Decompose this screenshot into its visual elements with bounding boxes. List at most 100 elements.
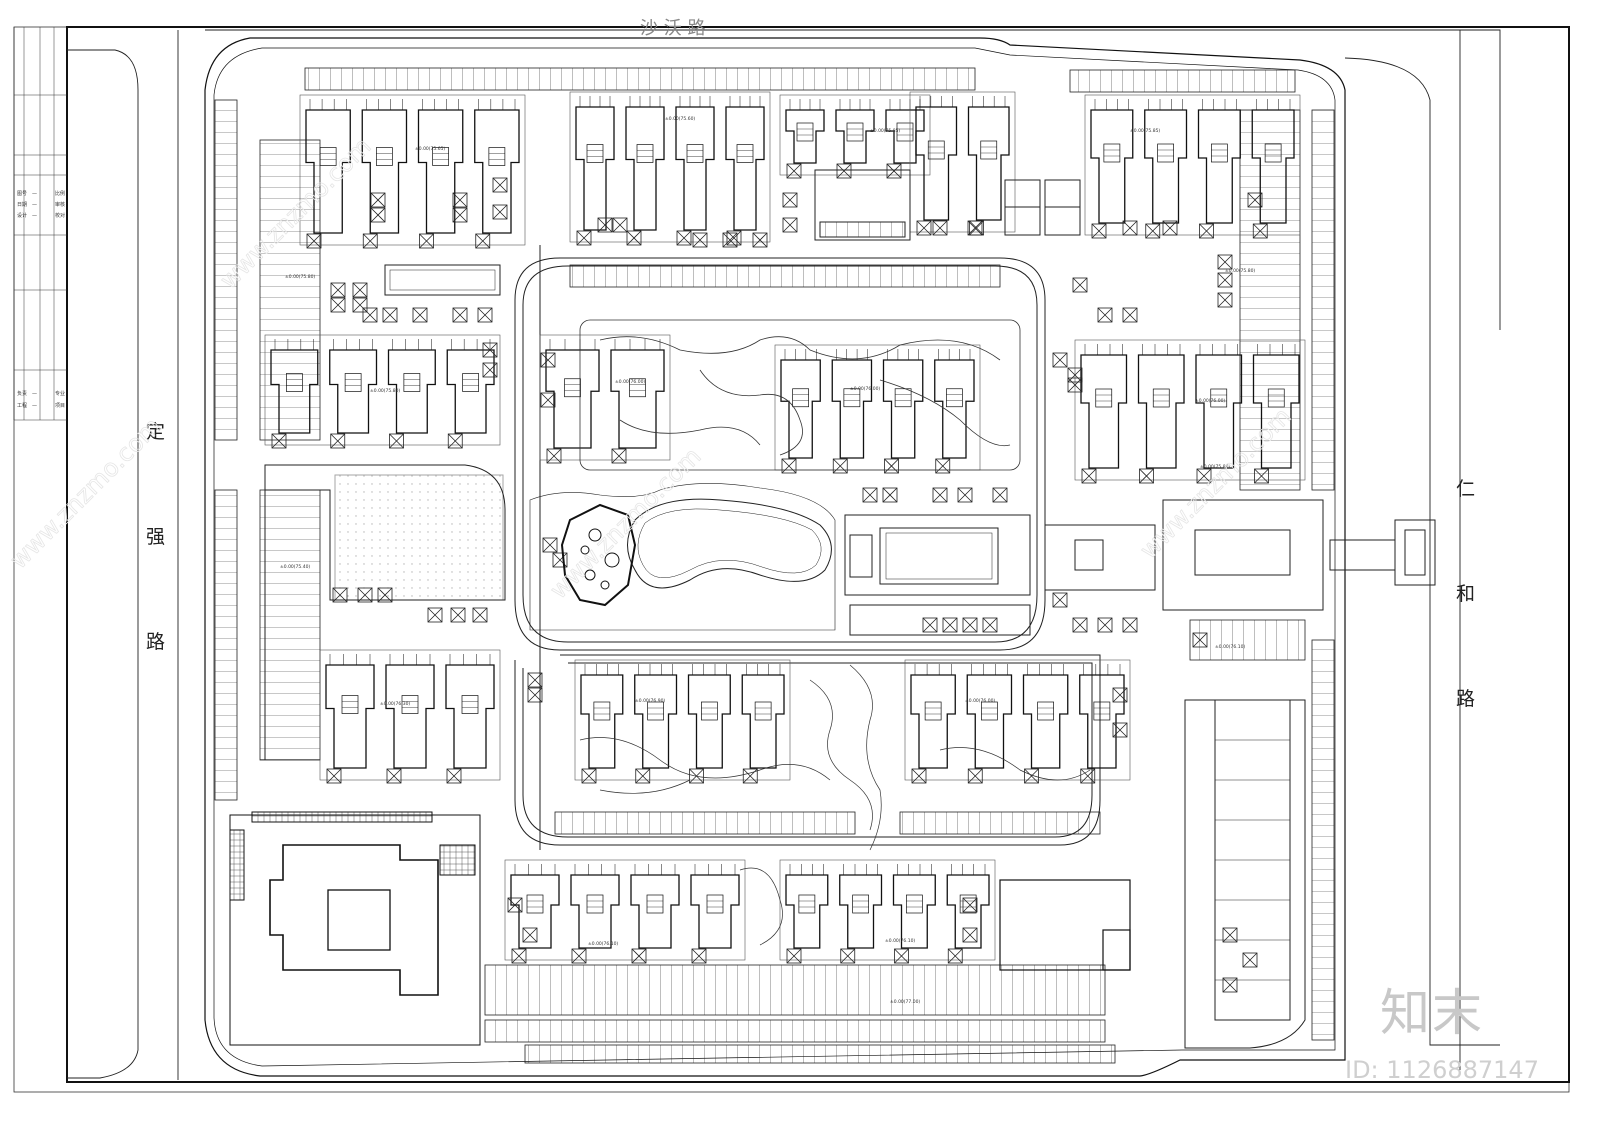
unit-marker bbox=[1217, 292, 1233, 308]
sports-courts bbox=[814, 169, 1081, 241]
unit-marker bbox=[352, 282, 368, 298]
title-block-cell: 项目 bbox=[55, 403, 65, 409]
unit-marker bbox=[969, 220, 984, 236]
title-block-cell: 图号 bbox=[17, 191, 27, 197]
unit-marker bbox=[412, 307, 428, 323]
unit-marker bbox=[546, 448, 562, 464]
unit-marker bbox=[612, 217, 628, 233]
unit-marker bbox=[1112, 687, 1128, 703]
east-entrance bbox=[1044, 499, 1436, 611]
unit-marker bbox=[452, 307, 468, 323]
unit-marker bbox=[1072, 277, 1088, 293]
unit-marker bbox=[540, 392, 556, 408]
unit-marker bbox=[472, 607, 488, 623]
swimming-pool bbox=[844, 514, 1031, 636]
unit-marker bbox=[967, 220, 983, 236]
building-cluster bbox=[539, 334, 671, 464]
unit-marker bbox=[477, 307, 493, 323]
unit-marker bbox=[626, 230, 642, 246]
building-cluster bbox=[319, 649, 501, 784]
unit-marker bbox=[957, 487, 973, 503]
unit-marker bbox=[967, 768, 983, 784]
unit-marker bbox=[781, 458, 797, 474]
unit-marker bbox=[1242, 952, 1258, 968]
unit-marker bbox=[1122, 307, 1138, 323]
unit-marker bbox=[982, 617, 998, 633]
parking-strips bbox=[214, 67, 1335, 1064]
watermark-id: ID: 1126887147 bbox=[1345, 1056, 1539, 1084]
north-community-center bbox=[384, 264, 501, 296]
unit-marker bbox=[836, 163, 852, 179]
unit-marker bbox=[522, 927, 538, 943]
unit-marker bbox=[911, 768, 927, 784]
unit-marker bbox=[742, 768, 758, 784]
unit-marker bbox=[1052, 352, 1068, 368]
elevation-note: ±0.00(76.00) bbox=[850, 386, 880, 392]
unit-marker bbox=[786, 163, 802, 179]
unit-marker bbox=[1072, 617, 1088, 633]
clubhouse-west bbox=[264, 464, 506, 760]
unit-marker bbox=[1091, 223, 1107, 239]
unit-marker bbox=[691, 948, 707, 964]
pavilion-cluster bbox=[560, 503, 637, 607]
unit-marker bbox=[571, 948, 587, 964]
unit-marker bbox=[540, 352, 556, 368]
unit-marker bbox=[511, 948, 527, 964]
unit-marker bbox=[1024, 768, 1039, 784]
unit-marker bbox=[782, 192, 798, 208]
unit-marker bbox=[882, 487, 898, 503]
unit-marker bbox=[427, 607, 443, 623]
site-boundary bbox=[204, 37, 1346, 1077]
unit-marker bbox=[942, 617, 958, 633]
elevation-note: ±0.00(75.85) bbox=[1130, 128, 1160, 134]
unit-marker bbox=[446, 768, 462, 784]
building-cluster bbox=[774, 344, 981, 474]
road-label-top: 沙 沃 路 bbox=[640, 18, 705, 39]
south-garden bbox=[579, 664, 1091, 946]
unit-marker bbox=[419, 233, 434, 249]
unit-marker bbox=[894, 948, 909, 964]
elevation-note: ±0.00(76.10) bbox=[1215, 644, 1245, 650]
unit-marker bbox=[362, 307, 378, 323]
unit-marker bbox=[492, 204, 508, 220]
elevation-note: ±0.00(76.10) bbox=[885, 938, 915, 944]
elevation-note: ±0.00(75.80) bbox=[1200, 464, 1230, 470]
road-label-right-3: 路 bbox=[1456, 688, 1475, 710]
elevation-note: ±0.00(75.40) bbox=[280, 564, 310, 570]
title-block-cell: 日期 bbox=[17, 202, 27, 208]
unit-marker bbox=[1139, 468, 1154, 484]
watermark-site-text: www.znzmo.com bbox=[4, 412, 166, 574]
unit-marker bbox=[1052, 592, 1068, 608]
unit-marker bbox=[916, 220, 932, 236]
title-block-cell: — bbox=[32, 202, 37, 208]
unit-marker bbox=[832, 458, 848, 474]
unit-marker bbox=[386, 768, 402, 784]
unit-marker bbox=[692, 232, 708, 248]
road-label-left-2: 强 bbox=[146, 526, 165, 548]
unit-marker bbox=[362, 233, 378, 249]
elevation-note: ±0.00(75.60) bbox=[665, 116, 695, 122]
elevation-note: ±0.00(76.00) bbox=[615, 379, 645, 385]
elevation-note: ±0.00(76.90) bbox=[635, 698, 665, 704]
unit-marker bbox=[326, 768, 342, 784]
building-cluster bbox=[779, 859, 996, 964]
drawing-frame bbox=[13, 26, 1570, 1093]
unit-marker bbox=[507, 897, 523, 913]
unit-marker bbox=[786, 948, 802, 964]
unit-marker bbox=[1112, 722, 1128, 738]
unit-marker bbox=[932, 220, 948, 236]
watermark-logo: 知末 bbox=[1380, 984, 1484, 1042]
title-block-cell: 审核 bbox=[55, 201, 65, 208]
unit-marker bbox=[782, 217, 798, 233]
title-block-cell: — bbox=[32, 213, 37, 219]
central-garden bbox=[579, 319, 1021, 471]
unit-marker bbox=[1145, 223, 1161, 239]
unit-marker bbox=[1122, 220, 1138, 236]
title-block-cell: 校对 bbox=[55, 212, 65, 219]
unit-marker bbox=[370, 207, 386, 223]
building-cluster bbox=[904, 659, 1131, 784]
title-block-cell: 负责 bbox=[17, 390, 27, 397]
unit-marker bbox=[962, 897, 978, 913]
unit-marker bbox=[382, 307, 398, 323]
